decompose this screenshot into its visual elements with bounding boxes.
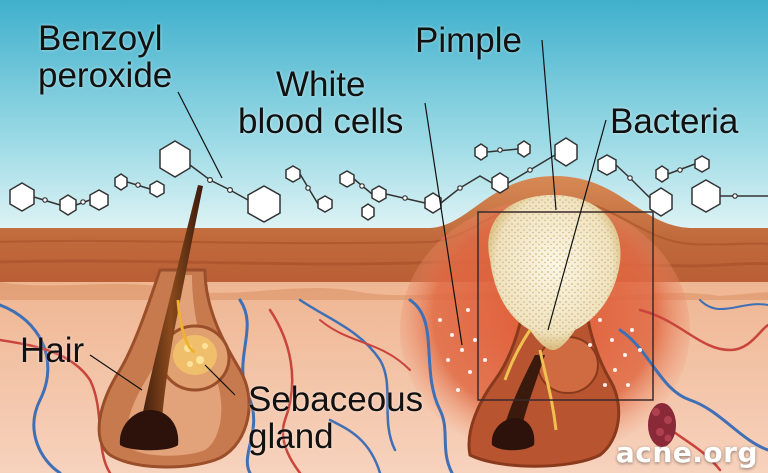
leader-wbc: [424, 102, 463, 346]
label-pimple: Pimple: [415, 21, 522, 60]
label-sebaceous-gland: Sebaceous gland: [248, 381, 423, 455]
leader-sebaceous: [204, 364, 236, 396]
bacteria-cluster: [648, 403, 676, 447]
leader-benzoyl: [177, 91, 223, 179]
white-blood-cells: [438, 308, 642, 392]
leader-bacteria: [547, 119, 607, 331]
label-wbc-line1: White: [275, 65, 366, 104]
benzoyl-peroxide-molecules: [9, 137, 721, 223]
label-sebaceous-line1: Sebaceous: [248, 380, 424, 419]
detail-box: [477, 211, 654, 401]
leader-pimple: [541, 39, 557, 211]
label-hair: Hair: [20, 331, 85, 370]
label-sebaceous-line2: gland: [248, 417, 334, 456]
label-benzoyl-line1: Benzoyl: [38, 19, 163, 58]
label-white-blood-cells: White blood cells: [238, 66, 403, 140]
watermark-logo: acne.org: [615, 436, 758, 469]
leader-hair: [89, 354, 143, 391]
label-wbc-line2: blood cells: [238, 102, 404, 141]
leader-lines: [89, 39, 607, 396]
hair-shaft: [138, 185, 203, 445]
left-hair-follicle: [97, 185, 251, 469]
pimple-follicle: [467, 195, 621, 468]
label-benzoyl-line2: peroxide: [38, 56, 173, 95]
label-benzoyl-peroxide: Benzoyl peroxide: [38, 20, 172, 94]
label-bacteria: Bacteria: [610, 102, 739, 141]
